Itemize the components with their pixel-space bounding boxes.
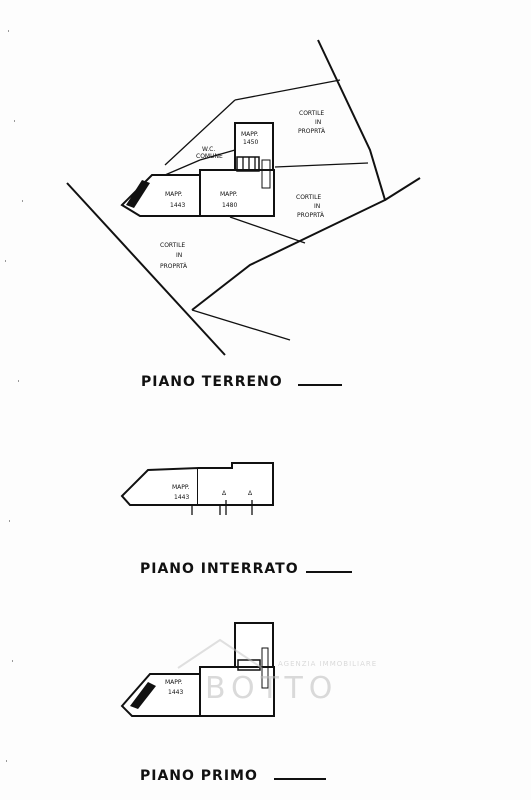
label-map-1443-a: MAPP. xyxy=(165,191,183,198)
label-map-1450-a: MAPP. xyxy=(241,131,259,138)
label-court-top-c: PROPRTÀ xyxy=(298,128,326,135)
label-court-left-a: CORTILE xyxy=(160,242,185,249)
label-map-1443-b: 1443 xyxy=(170,202,185,209)
first-map-label-a: MAPP. xyxy=(165,679,183,686)
basement-plan: Δ Δ xyxy=(120,462,274,515)
label-map-1480-a: MAPP. xyxy=(220,191,238,198)
label-wc-b: COMUNE xyxy=(196,153,223,160)
label-court-right-b: IN xyxy=(314,203,320,210)
svg-text:Δ: Δ xyxy=(222,490,227,497)
first-map-label-b: 1443 xyxy=(168,689,183,696)
label-map-1480-b: 1480 xyxy=(222,202,237,209)
label-court-top-a: CORTILE xyxy=(299,110,324,117)
label-court-left-c: PROPRTÀ xyxy=(160,263,188,270)
watermark-tagline: AGENZIA IMMOBILIARE xyxy=(278,660,377,668)
label-map-1450-b: 1450 xyxy=(243,139,258,146)
basement-map-label-b: 1443 xyxy=(174,494,189,501)
watermark-brand: BOTTO xyxy=(205,671,338,706)
ground-floor-title: PIANO TERRENO xyxy=(141,374,283,390)
label-wc-a: W.C. xyxy=(202,146,215,153)
basement-map-label-a: MAPP. xyxy=(172,484,190,491)
label-court-right-a: CORTILE xyxy=(296,194,321,201)
first-floor-plan xyxy=(120,622,275,717)
scan-noise xyxy=(5,30,23,762)
first-floor-title: PIANO PRIMO xyxy=(140,768,258,784)
label-court-left-b: IN xyxy=(176,252,182,259)
ground-floor-plan xyxy=(66,39,421,356)
basement-title: PIANO INTERRATO xyxy=(140,561,299,577)
label-court-right-c: PROPRTÀ xyxy=(297,212,325,219)
svg-text:Δ: Δ xyxy=(248,490,253,497)
label-court-top-b: IN xyxy=(315,119,321,126)
watermark-logo: AGENZIA IMMOBILIARE BOTTO xyxy=(177,638,377,706)
